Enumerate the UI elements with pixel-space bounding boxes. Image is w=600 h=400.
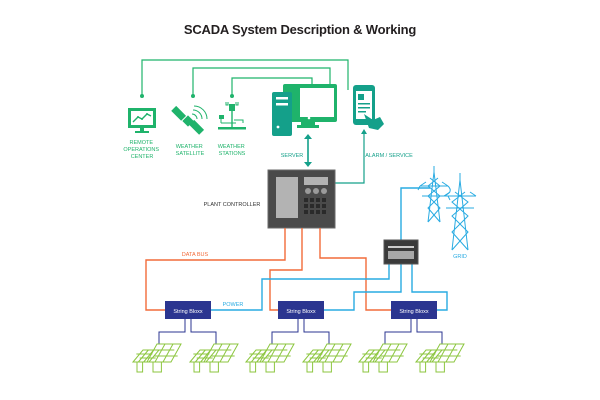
solar-panel-module xyxy=(203,343,239,373)
power-label: POWER xyxy=(223,302,244,308)
remote-ops-link xyxy=(141,59,349,96)
solar-panel-array xyxy=(188,343,239,373)
solar-panel-module xyxy=(372,343,408,373)
grid-label: GRID xyxy=(453,254,467,260)
alarm-service-label: ALARM / SERVICE xyxy=(365,153,413,159)
string-box-label: String Bloxx xyxy=(173,309,203,315)
link-dot xyxy=(191,94,195,98)
data-bus-lines xyxy=(145,228,392,311)
plant-controller-label: PLANT CONTROLLER xyxy=(204,202,261,208)
alarm-link xyxy=(335,129,367,184)
string-box: String Bloxx xyxy=(278,301,324,319)
remote-ops-label: REMOTE OPERATIONS CENTER xyxy=(123,140,160,160)
transmission-tower-icon xyxy=(417,166,477,251)
solar-panel-array xyxy=(244,343,295,373)
keypad xyxy=(304,198,326,214)
solar-panel-module xyxy=(316,343,352,373)
solar-panel-array xyxy=(414,343,465,373)
weather-stations-label: WEATHER STATIONS xyxy=(218,144,247,157)
panel-links xyxy=(158,319,443,344)
solar-panel-module xyxy=(259,343,295,373)
weather-satellite-label: WEATHER SATELLITE xyxy=(176,144,205,157)
power-lines xyxy=(211,187,448,311)
meter-box-icon xyxy=(383,239,419,265)
server-controller-arrow xyxy=(304,134,312,167)
satellite-icon xyxy=(171,105,208,135)
control-panel-icon xyxy=(267,169,336,229)
solar-panel-module xyxy=(146,343,182,373)
solar-panel-array xyxy=(357,343,408,373)
solar-panel-module xyxy=(429,343,465,373)
server-computer-icon xyxy=(272,84,337,136)
string-box-label: String Bloxx xyxy=(399,309,429,315)
data-bus-label: DATA BUS xyxy=(182,252,209,258)
string-box-label: String Bloxx xyxy=(286,309,316,315)
satellite-link xyxy=(192,67,331,96)
weather-station-icon xyxy=(218,102,246,130)
solar-panel-array xyxy=(131,343,182,373)
string-box: String Bloxx xyxy=(165,301,211,319)
string-box: String Bloxx xyxy=(391,301,437,319)
server-label: SERVER xyxy=(281,153,304,159)
link-dot xyxy=(140,94,144,98)
page-title: SCADA System Description & Working xyxy=(183,22,417,37)
smartphone-touch-icon xyxy=(353,85,384,130)
solar-panel-array xyxy=(301,343,352,373)
link-dot xyxy=(230,94,234,98)
monitor-chart-icon xyxy=(128,108,156,133)
solar-panels xyxy=(131,343,465,373)
